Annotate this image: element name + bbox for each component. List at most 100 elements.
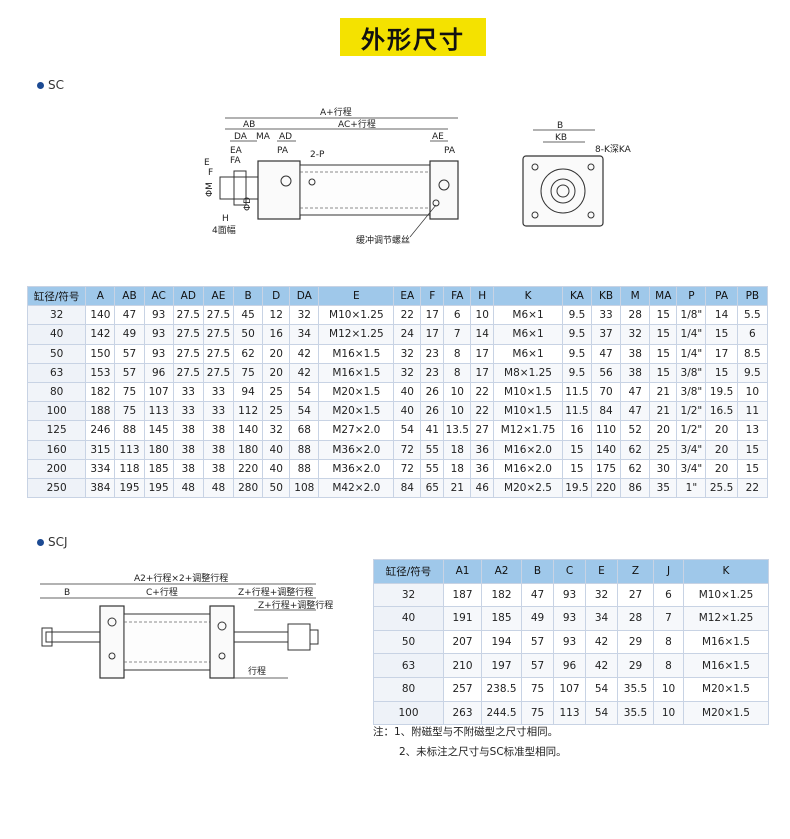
table-cell: 75 — [114, 401, 145, 422]
table-cell: 33 — [590, 305, 622, 326]
bore-size-cell: 32 — [373, 582, 444, 608]
table-cell: 210 — [443, 653, 482, 678]
table-cell: 32 — [620, 324, 651, 345]
table-cell: 54 — [289, 381, 320, 403]
column-header: A — [85, 285, 116, 307]
table-cell: 15 — [649, 343, 678, 364]
column-header: KA — [561, 285, 593, 307]
table-cell: 27.5 — [202, 362, 235, 383]
table-cell: 23 — [420, 343, 445, 364]
table-cell: 25 — [262, 381, 291, 403]
table-cell: 84 — [393, 477, 422, 499]
table-cell: 26 — [420, 381, 445, 403]
column-header: AD — [172, 285, 204, 307]
table-cell: 34 — [289, 324, 320, 345]
table-cell: 57 — [114, 362, 145, 383]
table-cell: 3/4" — [676, 439, 707, 460]
dim-k-depth: 8-K深KA — [595, 144, 632, 155]
table-cell: 6 — [736, 324, 769, 345]
table-cell: 257 — [443, 676, 482, 702]
column-header: K — [493, 285, 563, 307]
table-cell: M10×1.25 — [318, 305, 395, 326]
table-cell: 1/2" — [676, 420, 707, 441]
dim-four-faces: 4面幅 — [212, 224, 236, 236]
table-cell: 238.5 — [481, 676, 522, 702]
table-cell: 46 — [470, 477, 495, 499]
table-cell: 47 — [620, 381, 651, 403]
table-cell: 15 — [705, 362, 738, 383]
table-cell: 263 — [443, 700, 482, 726]
table-cell: 16 — [262, 324, 291, 345]
table-cell: 10 — [736, 381, 769, 403]
table-cell: 55 — [420, 458, 445, 479]
table-cell: 32 — [289, 305, 320, 326]
table-cell: M6×1 — [493, 343, 563, 364]
table-cell: 49 — [521, 606, 554, 631]
table-cell: 20 — [705, 458, 738, 479]
table-cell: 185 — [481, 606, 522, 631]
table-cell: 54 — [585, 676, 618, 702]
table-cell: 113 — [143, 401, 174, 422]
table-cell: 94 — [233, 381, 264, 403]
column-header: AB — [114, 285, 145, 307]
table-cell: 86 — [620, 477, 651, 499]
table-cell: 36 — [470, 458, 495, 479]
table-cell: 72 — [393, 439, 422, 460]
dim-fa: FA — [230, 156, 241, 166]
table-cell: 23 — [420, 362, 445, 383]
table-cell: M8×1.25 — [493, 362, 563, 383]
table-cell: M36×2.0 — [318, 458, 395, 479]
dim-scj-c: C+行程 — [146, 586, 178, 598]
table-cell: M27×2.0 — [318, 420, 395, 441]
table-cell: 38 — [172, 439, 204, 460]
table-cell: 27.5 — [172, 343, 204, 364]
bore-size-cell: 125 — [26, 420, 87, 441]
table-cell: 187 — [443, 582, 482, 608]
table-cell: 246 — [85, 420, 116, 441]
table-cell: 17 — [470, 343, 495, 364]
bullet-icon — [37, 81, 44, 89]
table-cell: 22 — [470, 381, 495, 403]
table-cell: 182 — [481, 582, 522, 608]
column-header: J — [653, 559, 684, 584]
dim-ma: MA — [256, 132, 271, 142]
table-cell: M12×1.25 — [318, 324, 395, 345]
table-cell: 27.5 — [202, 343, 235, 364]
dim-scj-z2: Z+行程+调整行程 — [258, 599, 333, 611]
column-header: AE — [202, 285, 235, 307]
bore-size-cell: 50 — [373, 629, 444, 655]
table-cell: 220 — [233, 458, 264, 479]
table-cell: 29 — [617, 629, 654, 655]
table-cell: 1/4" — [676, 324, 707, 345]
bore-size-cell: 63 — [26, 362, 87, 383]
bore-size-cell: 160 — [26, 439, 87, 460]
section-label-sc: SC — [37, 78, 64, 92]
table-cell: 1/8" — [676, 305, 707, 326]
table-cell: 194 — [481, 629, 522, 655]
table-cell: 27.5 — [172, 324, 204, 345]
dim-pa-left: PA — [277, 146, 289, 156]
table-cell: 96 — [143, 362, 174, 383]
table-cell: 33 — [202, 401, 235, 422]
table-cell: 21 — [443, 477, 472, 499]
table-cell: 8 — [653, 629, 684, 655]
table-cell: M16×1.5 — [318, 343, 395, 364]
notes: 注：1、附磁型与不附磁型之尺寸相同。 2、未标注之尺寸与SC标准型相同。 — [373, 722, 567, 762]
table-cell: 57 — [521, 629, 554, 655]
table-cell: 72 — [393, 458, 422, 479]
bore-size-cell: 32 — [26, 305, 87, 326]
column-header: EA — [393, 285, 422, 307]
table-cell: 28 — [617, 606, 654, 631]
section-label-scj-text: SCJ — [48, 535, 68, 549]
table-cell: 16.5 — [705, 401, 738, 422]
table-cell: 32 — [585, 582, 618, 608]
table-cell: 48 — [172, 477, 204, 499]
table-cell: 175 — [590, 458, 622, 479]
table-cell: 26 — [420, 401, 445, 422]
column-header: K — [683, 559, 769, 584]
table-cell: 38 — [202, 420, 235, 441]
